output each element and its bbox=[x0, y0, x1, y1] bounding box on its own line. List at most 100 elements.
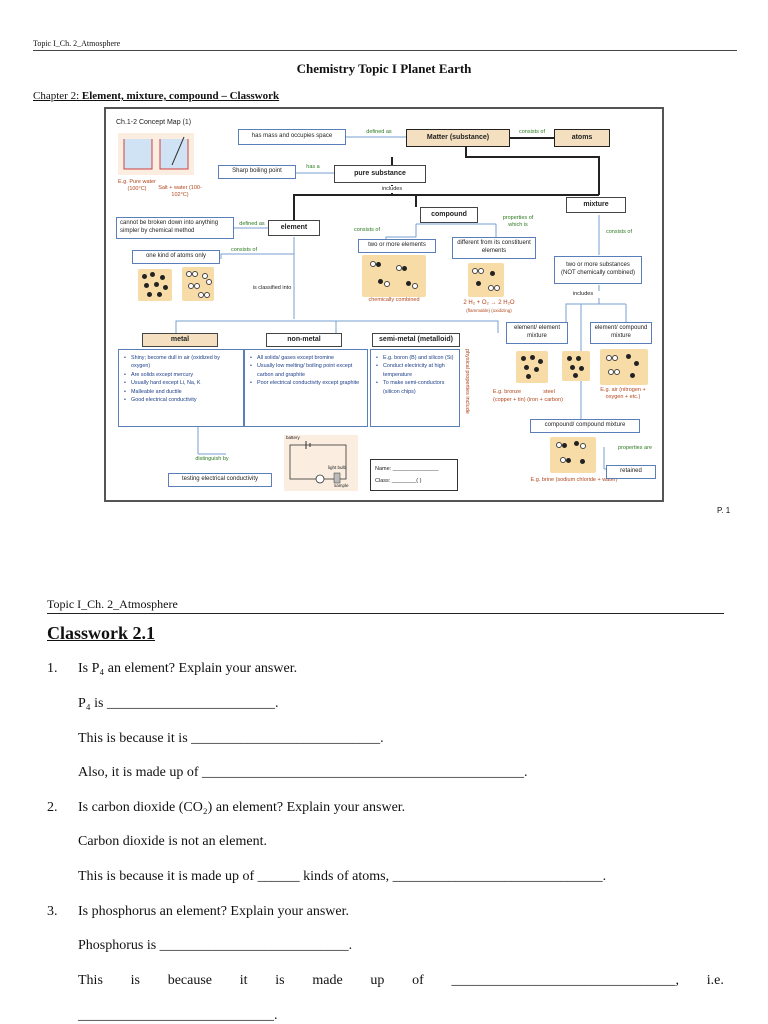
chapter-prefix: Chapter 2: bbox=[33, 90, 82, 102]
nonmetal-property: Usually low melting/ boiling point excep… bbox=[249, 362, 363, 379]
link-classified: is classified into bbox=[252, 285, 292, 291]
header-rule bbox=[33, 50, 737, 51]
word: of bbox=[412, 973, 424, 988]
page-number: P. 1 bbox=[717, 506, 731, 515]
link-has-a: has a bbox=[306, 164, 320, 170]
concept-map: Ch.1-2 Concept Map (1) E.g. Pure water (… bbox=[104, 107, 664, 502]
answer-line: This is because it is __________________… bbox=[78, 731, 384, 746]
word: This bbox=[78, 973, 103, 988]
answer-line: Phosphorus is __________________________… bbox=[78, 938, 353, 953]
link-includes-mixture: includes bbox=[566, 291, 600, 298]
word: i.e. bbox=[706, 973, 724, 988]
link-properties-of: properties of which is bbox=[502, 215, 534, 228]
node-matter: Matter (substance) bbox=[406, 129, 510, 147]
semimetal-property: E.g. boron (B) and silicon (Si) bbox=[375, 354, 455, 363]
beaker-illustration bbox=[118, 133, 194, 175]
answer-line: P₄ is ________________________. bbox=[78, 696, 279, 711]
bronze-illustration bbox=[516, 351, 548, 383]
metal-property: Malleable and ductile bbox=[123, 388, 239, 397]
physical-properties-label: physical properties include bbox=[464, 349, 470, 414]
bronze-label: E.g. bronze bbox=[492, 389, 522, 395]
link-defined-as: defined as bbox=[366, 129, 392, 135]
nonmetal-property: All solids/ gases except bromine bbox=[249, 354, 363, 363]
class-field: Class: ________( ) bbox=[375, 478, 422, 484]
semimetal-property: Conduct electricity at high temperature bbox=[375, 362, 455, 379]
link-consists-of-compound: consists of bbox=[354, 227, 380, 233]
page-title: Chemistry Topic I Planet Earth bbox=[296, 61, 472, 76]
compound-illustration bbox=[362, 255, 426, 297]
question-text: Is phosphorus an element? Explain your a… bbox=[78, 904, 349, 919]
brine-example: E.g. brine (sodium chloride + water) bbox=[530, 477, 618, 483]
link-consists-of-top: consists of bbox=[519, 129, 545, 135]
node-two-more-elements: two or more elements bbox=[358, 239, 436, 253]
node-mass-space: has mass and occupies space bbox=[238, 129, 346, 145]
node-testing-conductivity: testing electrical conductivity bbox=[168, 473, 272, 487]
node-two-more-substances: two or more substances (NOT chemically c… bbox=[554, 256, 642, 284]
answer-line: Also, it is made up of _________________… bbox=[78, 765, 528, 780]
node-semi-metal: semi-metal (metalloid) bbox=[372, 333, 460, 347]
node-compound: compound bbox=[420, 207, 478, 223]
name-field: Name: _______________ bbox=[375, 466, 439, 472]
classwork-title: Classwork 2.1 bbox=[47, 623, 156, 643]
link-distinguish-by: distinguish by bbox=[195, 456, 229, 462]
circuit-label: battery bbox=[286, 435, 300, 440]
question-number: 2. bbox=[47, 800, 58, 815]
air-example: E.g. air (nitrogen + oxygen + etc.) bbox=[600, 387, 646, 400]
page2-header: Topic I_Ch. 2_Atmosphere bbox=[47, 597, 178, 611]
link-consists-of-element: consists of bbox=[231, 247, 257, 253]
bronze-steel-note: (copper + tin) (iron + carbon) bbox=[492, 397, 563, 403]
reaction-illustration bbox=[468, 263, 504, 297]
word: ________________________________, bbox=[451, 973, 680, 988]
node-retained: retained bbox=[606, 465, 656, 479]
nonmetal-property: Poor electrical conductivity except grap… bbox=[249, 379, 363, 388]
link-defined-as-2: defined as bbox=[239, 221, 265, 227]
metal-property: Usually hard except Li, Na, K bbox=[123, 379, 239, 388]
nonmetal-properties-list: All solids/ gases except bromine Usually… bbox=[244, 349, 368, 427]
word: because bbox=[167, 973, 213, 988]
answer-line: This is because it is made up of ______ … bbox=[78, 869, 607, 884]
metal-properties-list: Shiny; become dull in air (oxidized by o… bbox=[118, 349, 244, 427]
steel-label: steel bbox=[543, 389, 555, 395]
word: up bbox=[370, 973, 385, 988]
link-consists-of-mixture: consists of bbox=[606, 229, 632, 235]
link-properties-are: properties are bbox=[618, 445, 652, 451]
steel-illustration bbox=[562, 351, 590, 381]
node-element: element bbox=[268, 220, 320, 236]
chapter-title: Element, mixture, compound – Classwork bbox=[81, 90, 280, 102]
node-element-compound-mixture: element/ compound mixture bbox=[590, 322, 652, 344]
question-number: 1. bbox=[47, 661, 58, 676]
brine-illustration bbox=[550, 437, 596, 473]
link-includes: includes bbox=[374, 186, 410, 193]
word: it bbox=[239, 973, 248, 988]
node-one-kind: one kind of atoms only bbox=[132, 250, 220, 264]
node-non-metal: non-metal bbox=[266, 333, 342, 347]
answer-line: ____________________________. bbox=[78, 1008, 278, 1023]
word: made bbox=[312, 973, 343, 988]
reaction-notes: (flammable) (oxidizing) bbox=[466, 308, 512, 313]
map-heading: Ch.1-2 Concept Map (1) bbox=[116, 119, 192, 126]
label-chemically-combined: chemically combined bbox=[368, 297, 420, 303]
justified-answer-line: This is because it is made up of _______… bbox=[78, 973, 724, 989]
word: is bbox=[275, 973, 285, 988]
metal-property: Shiny; become dull in air (oxidized by o… bbox=[123, 354, 239, 371]
reaction-equation: 2 H₂ + O₂ → 2 H₂O bbox=[463, 300, 515, 306]
question-number: 3. bbox=[47, 904, 58, 919]
node-mixture: mixture bbox=[566, 197, 626, 213]
node-different-from: different from its constituent elements bbox=[452, 237, 536, 259]
chapter-heading: Chapter 2: Element, mixture, compound – … bbox=[33, 90, 279, 102]
node-compound-compound-mixture: compound/ compound mixture bbox=[530, 419, 640, 433]
node-atoms: atoms bbox=[554, 129, 610, 147]
answer-line: Carbon dioxide is not an element. bbox=[78, 834, 267, 849]
molecules-illustration bbox=[182, 267, 214, 301]
water-example: E.g. Pure water (100°C) bbox=[118, 179, 156, 192]
circuit-label: sample bbox=[334, 483, 349, 488]
question-text: Is P₄ an element? Explain your answer. bbox=[78, 661, 298, 676]
question-text: Is carbon dioxide (CO₂) an element? Expl… bbox=[78, 800, 406, 815]
semimetal-property: To make semi-conductors (silicon chips) bbox=[375, 379, 455, 396]
circuit-diagram: battery light bulb sample bbox=[284, 435, 358, 491]
semimetal-properties-list: E.g. boron (B) and silicon (Si) Conduct … bbox=[370, 349, 460, 427]
word: is bbox=[130, 973, 140, 988]
name-class-box: Name: _______________ Class: ________( ) bbox=[370, 459, 458, 491]
air-illustration bbox=[600, 349, 648, 385]
page-header: Topic I_Ch. 2_Atmosphere bbox=[33, 39, 121, 48]
